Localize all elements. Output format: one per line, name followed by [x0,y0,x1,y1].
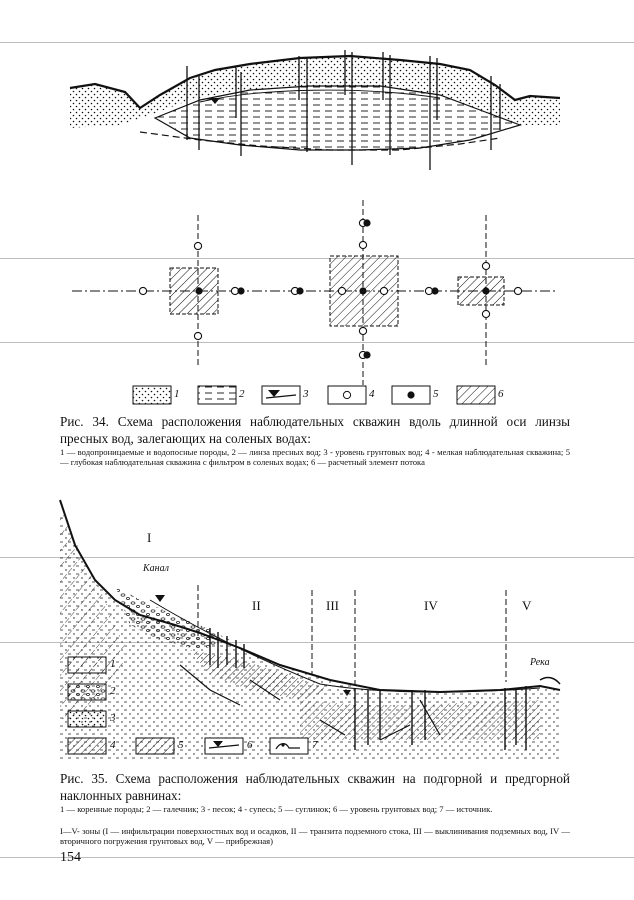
fig35-legend-swatches [67,656,309,755]
legend-number: 2 [239,388,245,400]
legend-number: 6 [247,739,253,751]
zone-label-iv: IV [424,598,438,613]
legend-number: 2 [110,685,116,697]
zone-label-iii: III [326,598,339,613]
legend-number: 4 [369,388,375,400]
fig35-caption-zones: I—V- зоны (I — инфильтрации поверхностны… [60,826,570,847]
fig35-caption-legend: 1 — коренные породы; 2 — галечник; 3 - п… [60,804,493,814]
canal-label: Канал [143,563,169,574]
legend-number: 5 [433,388,439,400]
fig35-cross-section [59,499,561,760]
scan-rule [0,258,634,259]
legend-number: 7 [312,739,318,751]
fig34-plan-view [72,200,555,385]
zone-label-i: I [147,530,152,545]
fig34-caption-legend: 1 — водопроницаемые и водопосные породы,… [60,447,570,468]
legend-number: 3 [303,388,309,400]
legend-number: 3 [110,712,116,724]
legend-number: 4 [110,739,116,751]
legend-number: 6 [498,388,504,400]
scan-rule [0,642,634,643]
legend-number: 1 [174,388,180,400]
scan-rule [0,557,634,558]
zone-label-v: V [522,598,532,613]
scan-rule [0,342,634,343]
fig34-caption-title: Рис. 34. Схема расположения наблюдательн… [60,414,570,446]
fig34-legend-swatches [132,385,496,405]
scan-rule [0,857,634,858]
legend-number: 5 [178,739,184,751]
zone-label-ii: II [252,598,261,613]
river-label: Река [530,657,550,668]
legend-number: 1 [110,658,116,670]
scan-rule [0,42,634,43]
fig35-caption-title: Рис. 35. Схема расположения наблюдательн… [60,771,570,803]
page-number: 154 [60,850,81,865]
fig34-cross-section [69,50,561,170]
